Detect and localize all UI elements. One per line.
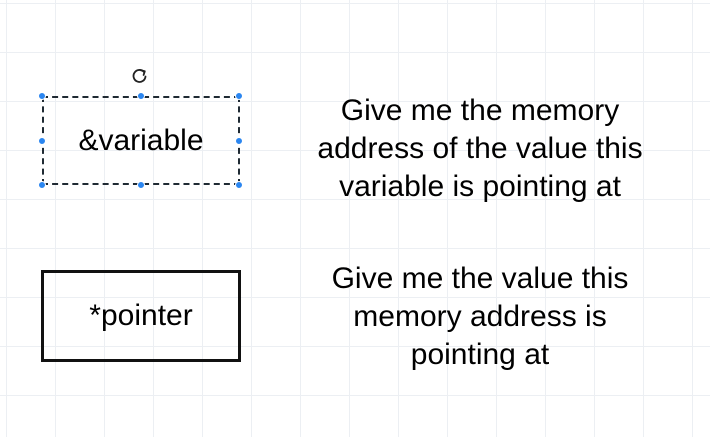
rotate-icon[interactable] [131,67,149,85]
variable-box[interactable]: &variable [42,96,240,185]
resize-handle-bottom[interactable] [137,181,145,189]
resize-handle-top[interactable] [137,92,145,100]
variable-box-label: &variable [78,123,204,157]
description-line: variable is pointing at [339,170,621,203]
pointer-box[interactable]: *pointer [41,270,241,362]
variable-description[interactable]: Give me the memory address of the value … [270,92,690,206]
resize-handle-right[interactable] [235,137,243,145]
description-line: Give me the memory [340,94,620,127]
resize-handle-top-left[interactable] [38,92,46,100]
resize-handle-left[interactable] [38,137,46,145]
description-line: pointing at [410,338,550,371]
resize-handle-bottom-right[interactable] [235,181,243,189]
pointer-box-label: *pointer [89,299,193,332]
resize-handle-top-right[interactable] [235,92,243,100]
pointer-description[interactable]: Give me the value this memory address is… [270,260,690,374]
description-line: address of the value this [317,132,643,165]
resize-handle-bottom-left[interactable] [38,181,46,189]
description-line: Give me the value this [331,262,629,295]
description-line: memory address is [353,300,607,333]
